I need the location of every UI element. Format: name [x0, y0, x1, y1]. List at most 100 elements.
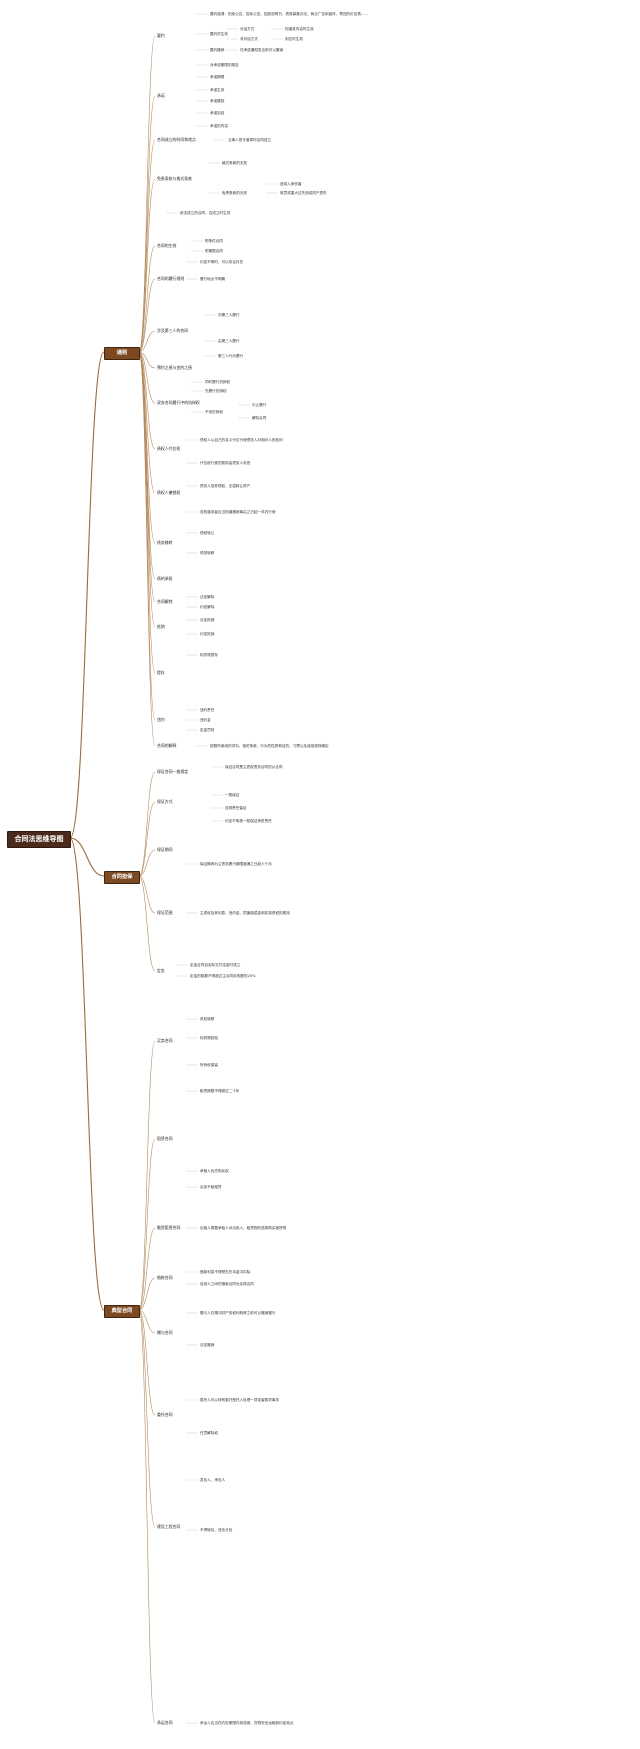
note-feiduihua: 非对话方式: [240, 36, 258, 41]
note-jiechu-1: 法定解除: [200, 594, 215, 599]
topic-chengli[interactable]: 合同成立的时间和地点: [157, 136, 196, 142]
note-chexiao-1: 债务人放弃债权、无偿转让财产: [200, 483, 251, 488]
topic-baozheng-fangshi[interactable]: 保证方式: [157, 798, 173, 804]
branch-topic-link: [138, 245, 156, 353]
branch-topic-link: [138, 1227, 156, 1311]
note-fanwei-1: 主债权及其利息、违约金、损害赔偿金和实现债权的费用: [200, 910, 290, 915]
root-branch-link: [69, 351, 105, 839]
branch-topic-link: [138, 35, 156, 353]
note-baozheng-1: 保证合同是主债权债务合同的从合同: [225, 764, 283, 769]
note-lvxing-2: 履行地点不明确: [200, 276, 226, 281]
branch-topic-link: [138, 351, 156, 404]
note-jianshe-2: 不得转包、违法分包: [200, 1527, 233, 1532]
note-disanren-3: 第三人代为履行: [218, 353, 244, 358]
note-shengxiao-1: 依法成立的合同，自成立时生效: [180, 210, 231, 215]
note-lvxing-1: 约定不明时，可以协议补充: [200, 259, 244, 264]
topic-mianze[interactable]: 免责条款与格式条款: [157, 175, 193, 181]
topic-disanren[interactable]: 涉及第三人的合同: [157, 327, 189, 333]
note-chengnuo-2: 承诺期限: [210, 74, 225, 79]
note-yaoyue-chexiao: 要约撤销: [210, 47, 225, 52]
branch-topic-link: [138, 278, 156, 353]
note-zengyu-2: 法定撤销: [200, 1342, 215, 1347]
topic-chexiao[interactable]: 债权人撤销权: [157, 489, 181, 495]
note-chengli: 当事人签字盖章时合同成立: [228, 137, 272, 142]
topic-dixiao[interactable]: 抵销: [157, 623, 165, 629]
topic-qiyue[interactable]: 预约之债与违约之债: [157, 364, 193, 370]
branch-topic-link: [138, 771, 156, 877]
branch-topic-link: [138, 1138, 156, 1311]
note-kangbian-4: 中止履行: [252, 402, 267, 407]
note-weiyue-2: 违约金: [200, 717, 211, 722]
note-fangshi-3: 约定不明按一般保证承担责任: [225, 818, 272, 823]
topic-jieshi[interactable]: 合同的解释: [157, 742, 177, 748]
branch-topic-link: [138, 178, 156, 353]
note-jiedai-2: 自然人之间的借款合同为实践合同: [200, 1281, 254, 1286]
topic-chengnuo[interactable]: 承诺: [157, 92, 165, 98]
branch-hetong-danbao[interactable]: 合同担保: [104, 871, 140, 884]
topic-weiyue[interactable]: 违约: [157, 716, 165, 722]
note-kangbian-3: 不安抗辩权: [205, 409, 223, 414]
branch-tongze[interactable]: 通则: [104, 347, 140, 360]
note-dixiao-2: 约定抵销: [200, 631, 215, 636]
note-fangshi-2: 连带责任保证: [225, 805, 247, 810]
branch-topic-link: [138, 1309, 156, 1334]
branch-topic-link: [138, 801, 156, 877]
root-node[interactable]: 合同法思维导图: [7, 831, 71, 848]
note-maimai-2: 标的物检验: [200, 1035, 218, 1040]
note-zhuanrang-2: 债务转移: [200, 550, 215, 555]
topic-baozheng-fanwei[interactable]: 保证范围: [157, 909, 173, 915]
topic-tixian[interactable]: 提存: [157, 669, 165, 675]
topic-weituo[interactable]: 委托合同: [157, 1411, 173, 1417]
note-dingjin-1: 定金合同自实际交付定金时成立: [190, 962, 241, 967]
topic-shengxiao[interactable]: 合同的生效: [157, 242, 177, 248]
branch-topic-link: [138, 1277, 156, 1311]
topic-rongzi[interactable]: 融资租赁合同: [157, 1224, 181, 1230]
topic-zengyu[interactable]: 赠与合同: [157, 1329, 173, 1335]
note-jiechu-2: 约定解除: [200, 604, 215, 609]
note-zulin-2: 承租人优先购买权: [200, 1168, 229, 1173]
note-duihua: 对话方式: [240, 26, 255, 31]
topic-maimai[interactable]: 买卖合同: [157, 1037, 173, 1043]
branch-topic-link: [138, 1309, 156, 1724]
note-disanren-1: 向第三人履行: [218, 312, 240, 317]
note-chexiao-v: 在承诺通知发出前可以撤销: [240, 47, 284, 52]
note-maimai-3: 所有权保留: [200, 1062, 218, 1067]
note-chengnuo-6: 承诺的内容: [210, 123, 228, 128]
topic-kangbian[interactable]: 双务合同履行中的抗辩权: [157, 399, 200, 405]
note-kangbian-5: 解除合同: [252, 415, 267, 420]
branch-topic-link: [138, 1309, 156, 1416]
branch-topic-link: [138, 849, 156, 877]
note-weiyue-3: 定金罚则: [200, 727, 215, 732]
note-chengnuo-4: 承诺撤回: [210, 98, 225, 103]
branch-topic-link: [138, 875, 156, 914]
topic-yaoyue[interactable]: 要约: [157, 32, 165, 38]
note-chengnuo-5: 承诺迟延: [210, 110, 225, 115]
root-branch-link: [69, 837, 105, 1311]
branch-dianxing-hetong[interactable]: 典型合同: [104, 1305, 140, 1318]
topic-baozheng-qijian[interactable]: 保证期间: [157, 846, 173, 852]
topic-jiechu[interactable]: 合同解除: [157, 598, 173, 604]
topic-dingjin[interactable]: 定金: [157, 967, 165, 973]
note-daiwei-1: 债权人以自己的名义代位行使债务人对相对人的权利: [200, 437, 283, 442]
topic-zulin[interactable]: 租赁合同: [157, 1135, 173, 1141]
note-chexiao-2: 自知道或者应当知道撤销事由之日起一年内行使: [200, 509, 276, 514]
topic-gaiyue[interactable]: 债的承担: [157, 575, 173, 581]
note-mianze-2: 故意或重大过失造成财产损失: [280, 190, 327, 195]
note-disanren-2: 由第三人履行: [218, 338, 240, 343]
topic-chengyun[interactable]: 承运合同: [157, 1719, 173, 1725]
note-tixian-1: 标的物提存: [200, 652, 218, 657]
note-geshi: 格式条款的无效: [222, 160, 248, 165]
topic-jianshe[interactable]: 建设工程合同: [157, 1523, 181, 1529]
branch-topic-link: [138, 351, 156, 628]
topic-daiwei[interactable]: 债权人代位权: [157, 445, 181, 451]
note-qijian-1: 保证期间为主债务履行期限届满之日起六个月: [200, 861, 272, 866]
topic-lvxing[interactable]: 合同的履行规则: [157, 275, 185, 281]
note-dingjin-2: 定金的数额不得超过主合同标的额的20%: [190, 973, 256, 978]
branch-topic-link: [138, 351, 156, 603]
note-dixiao-1: 法定抵销: [200, 617, 215, 622]
topic-baozheng-yiban[interactable]: 保证合同一般规定: [157, 768, 189, 774]
note-zengyu-1: 赠与人在赠与财产的权利转移之前可以撤销赠与: [200, 1310, 276, 1315]
topic-jiedai[interactable]: 借款合同: [157, 1274, 173, 1280]
topic-zhuanrang[interactable]: 债务移转: [157, 539, 173, 545]
